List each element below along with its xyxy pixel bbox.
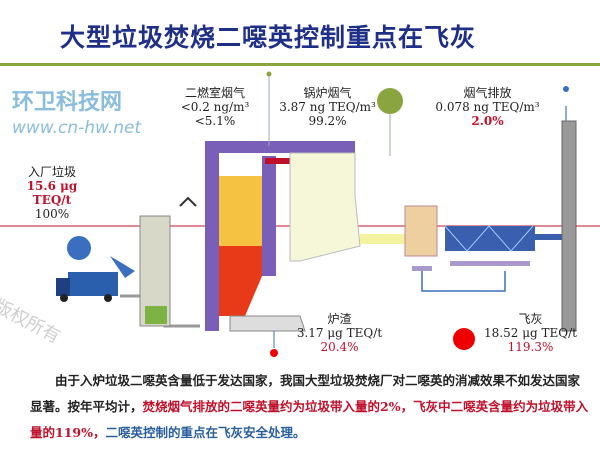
bag-filter — [445, 226, 535, 251]
slag-dot — [270, 349, 278, 357]
label-flyash: 飞灰 18.52 μg TEQ/t 119.3% — [478, 312, 583, 354]
boiler-name: 锅炉烟气 — [303, 86, 352, 100]
stack-emission-dot — [563, 86, 569, 92]
chimney — [561, 120, 577, 332]
boiler — [289, 152, 361, 262]
label-stack-emission: 烟气排放 0.078 ng TEQ/m³ 2.0% — [435, 86, 540, 128]
stack-name: 烟气排放 — [463, 86, 512, 100]
summary-paragraph: 由于入炉垃圾二噁英含量低于发达国家，我国大型垃圾焚烧厂对二噁英的消减效果不如发达… — [30, 368, 590, 446]
stack-value: 0.078 ng TEQ/m³ — [435, 100, 540, 114]
garbage-truck-icon — [56, 272, 118, 302]
gas-flow-arrow — [265, 158, 290, 164]
slag-value: 3.17 μg TEQ/t — [296, 326, 383, 340]
input-name: 入厂垃圾 — [27, 165, 76, 179]
duct — [360, 234, 405, 244]
reactor — [404, 205, 438, 257]
flyash-value: 18.52 μg TEQ/t — [484, 326, 577, 340]
flyash-dot — [453, 328, 475, 350]
flyash-percent: 119.3% — [507, 340, 554, 354]
stack-percent: 2.0% — [471, 114, 504, 128]
crane-grab-icon — [179, 196, 197, 207]
label-slag: 炉渣 3.17 μg TEQ/t 20.4% — [292, 312, 387, 354]
boiler-gas-dot — [377, 88, 403, 114]
watermark-site-name: 环卫科技网 — [12, 90, 123, 115]
secondary-name: 二燃室烟气 — [184, 86, 245, 100]
input-value: 15.6 μg TEQ/t — [26, 179, 78, 207]
title-divider — [0, 63, 600, 66]
slag-name: 炉渣 — [327, 312, 352, 326]
furnace-top — [205, 141, 355, 153]
flyash-name: 飞灰 — [518, 312, 543, 326]
boiler-percent: 99.2% — [308, 114, 347, 128]
incineration-diagram — [0, 71, 600, 357]
paragraph-part-3: 二噁英控制的重点在飞灰安全处理。 — [105, 425, 306, 440]
label-boiler-gas: 锅炉烟气 3.87 ng TEQ/m³ 99.2% — [275, 86, 380, 128]
page-title: 大型垃圾焚烧二噁英控制重点在飞灰 — [60, 23, 477, 52]
input-percent: 100% — [34, 207, 70, 221]
paragraph-part-2: 焚烧烟气排放的二噁英量约为垃圾带入量的2%，飞灰中二噁英含量约为垃圾带入量的11… — [30, 399, 589, 440]
input-waste-dot — [67, 236, 91, 260]
secondary-value: <0.2 ng/m³ — [180, 100, 250, 114]
slag-percent: 20.4% — [320, 340, 359, 354]
label-secondary-chamber: 二燃室烟气 <0.2 ng/m³ <5.1% — [175, 86, 255, 128]
secondary-percent: <5.1% — [194, 114, 236, 128]
arrow-icon — [110, 256, 135, 278]
paragraph-part-1: 由于入炉垃圾二噁英含量低于发达国家，我国大型垃圾焚烧厂对二噁英的消减效果不如发达… — [30, 373, 581, 414]
secondary-chamber-dot — [266, 71, 272, 77]
boiler-value: 3.87 ng TEQ/m³ — [279, 100, 376, 114]
watermark-url: www.cn-hw.net — [12, 118, 142, 138]
label-input-waste: 入厂垃圾 15.6 μg TEQ/t 100% — [12, 165, 92, 221]
